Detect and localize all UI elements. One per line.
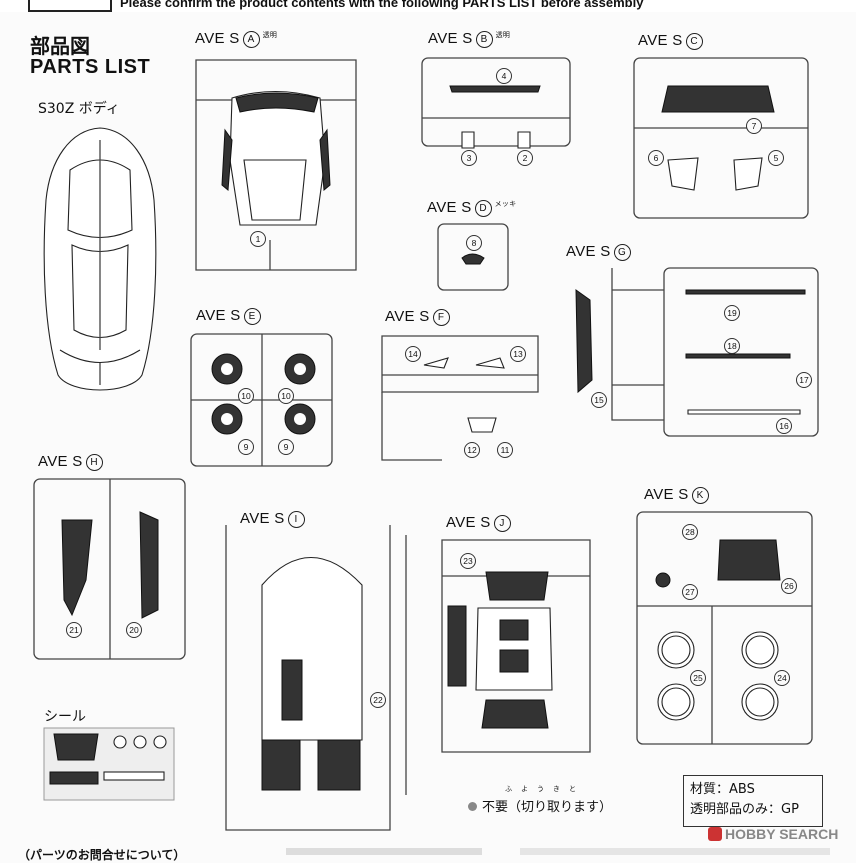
part-number: 15: [591, 392, 607, 408]
unneeded-dot-icon: [468, 802, 477, 811]
sprue-a-drawing: [195, 59, 357, 271]
part-number: 25: [690, 670, 706, 686]
car-body-illustration: [43, 127, 157, 391]
sprue-j-prefix: AVE S: [446, 514, 491, 531]
part-number: 28: [682, 524, 698, 540]
sprue-i-letter: I: [287, 511, 305, 528]
part-number: 27: [682, 584, 698, 600]
sprue-c-prefix: AVE S: [638, 32, 683, 49]
body-part-label: S30Z ボディ: [38, 101, 120, 117]
part-number: 8: [466, 235, 482, 251]
part-number: 9: [278, 439, 294, 455]
sprue-d-drawing: [437, 223, 509, 291]
top-banner: Please confirm the product contents with…: [0, 0, 856, 12]
sprue-d-letter: D: [474, 200, 492, 217]
sprue-k-letter: K: [691, 487, 709, 504]
part-number: 6: [648, 150, 664, 166]
sprue-h-drawing: [33, 478, 186, 660]
part-number: 19: [724, 305, 740, 321]
sprue-b-drawing: [421, 57, 571, 149]
part-number: 14: [405, 346, 421, 362]
watermark-text: HOBBY SEARCH: [725, 826, 839, 842]
part-number: 11: [497, 442, 513, 458]
material-line-2: 透明部品のみ：GP: [690, 802, 799, 817]
sprue-b-note: 透明: [495, 31, 511, 39]
sprue-a-letter: A: [242, 31, 260, 48]
footer-cropped-text: [286, 848, 482, 855]
sticker-sheet-drawing: [43, 727, 175, 801]
sprue-i-prefix: AVE S: [240, 510, 285, 527]
part-number: 5: [768, 150, 784, 166]
sprue-e-prefix: AVE S: [196, 307, 241, 324]
sprue-h-prefix: AVE S: [38, 453, 83, 470]
part-number: 17: [796, 372, 812, 388]
part-number: 7: [746, 118, 762, 134]
part-number: 12: [464, 442, 480, 458]
unneeded-ruby: ふようきと: [505, 785, 585, 793]
title-english: PARTS LIST: [30, 56, 151, 78]
sprue-d-note: メッキ: [494, 200, 517, 208]
banner-box: [28, 0, 112, 12]
sprue-k-drawing: [636, 511, 813, 745]
material-line-1: 材質：ABS: [690, 782, 755, 797]
hobby-search-logo-icon: [708, 827, 722, 841]
title-japanese: 部品図: [30, 34, 90, 58]
sprue-f-drawing: [381, 335, 539, 461]
unneeded-legend: 不要（切り取ります）: [468, 796, 612, 815]
part-number: 24: [774, 670, 790, 686]
unneeded-text: 不要（切り取ります）: [482, 800, 613, 815]
sprue-f-prefix: AVE S: [385, 308, 430, 325]
sprue-g-prefix: AVE S: [566, 243, 611, 260]
sprue-c-letter: C: [685, 33, 703, 50]
sprue-g-drawing: [575, 267, 819, 437]
sprue-c-drawing: [633, 57, 809, 219]
banner-text: Please confirm the product contents with…: [120, 0, 644, 10]
part-number: 23: [460, 553, 476, 569]
part-number: 21: [66, 622, 82, 638]
part-number: 2: [517, 150, 533, 166]
sprue-i-drawing: [225, 525, 407, 831]
part-number: 18: [724, 338, 740, 354]
sprue-b-letter: B: [475, 31, 493, 48]
sprue-f-letter: F: [432, 309, 450, 326]
sprue-d-prefix: AVE S: [427, 199, 472, 216]
sprue-a-note: 透明: [262, 31, 278, 39]
part-number: 10: [238, 388, 254, 404]
sprue-j-letter: J: [493, 515, 511, 532]
sprue-b-prefix: AVE S: [428, 30, 473, 47]
part-number: 26: [781, 578, 797, 594]
watermark: HOBBY SEARCH: [708, 826, 838, 842]
material-box: 材質：ABS 透明部品のみ：GP: [683, 775, 823, 827]
sprue-e-letter: E: [243, 308, 261, 325]
sprue-e-drawing: [190, 333, 333, 467]
part-number: 13: [510, 346, 526, 362]
sprue-k-prefix: AVE S: [644, 486, 689, 503]
part-number: 9: [238, 439, 254, 455]
part-number: 4: [496, 68, 512, 84]
part-number: 22: [370, 692, 386, 708]
footer-cropped-text-right: [520, 848, 830, 855]
sprue-g-letter: G: [613, 244, 631, 261]
sprue-h-letter: H: [85, 454, 103, 471]
part-number: 3: [461, 150, 477, 166]
part-number: 10: [278, 388, 294, 404]
part-number: 16: [776, 418, 792, 434]
part-number: 1: [250, 231, 266, 247]
sprue-a-prefix: AVE S: [195, 30, 240, 47]
part-number: 20: [126, 622, 142, 638]
sticker-label: シール: [44, 709, 86, 725]
sprue-j-drawing: [441, 539, 591, 753]
